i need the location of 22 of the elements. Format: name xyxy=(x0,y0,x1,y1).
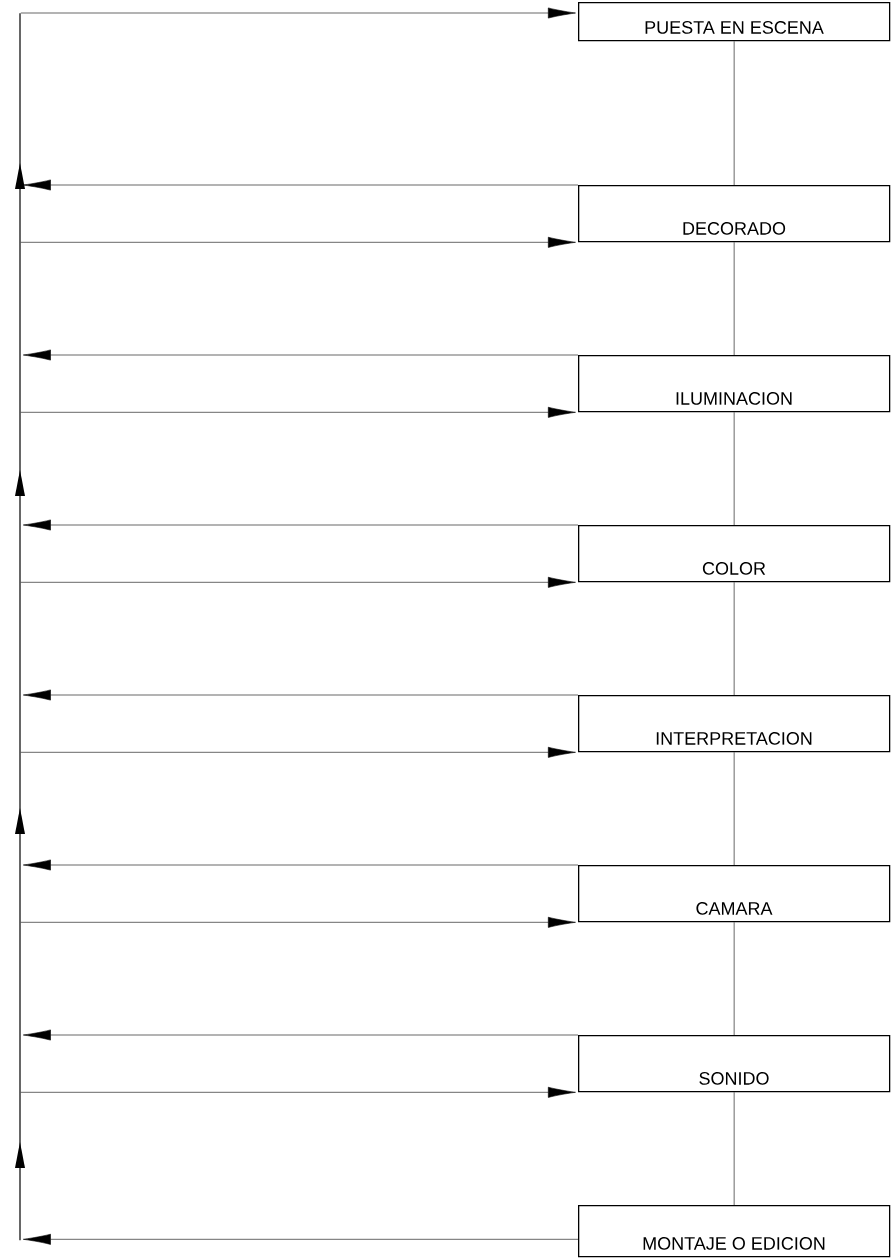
process-box: MONTAJE O EDICION xyxy=(578,1205,891,1258)
process-box: COLOR xyxy=(578,525,891,583)
arrow xyxy=(20,1086,576,1098)
arrow xyxy=(22,689,579,701)
arrow xyxy=(20,746,576,758)
process-box: SONIDO xyxy=(578,1035,891,1093)
arrow xyxy=(22,859,579,871)
process-box: ILUMINACION xyxy=(578,355,891,413)
arrow xyxy=(22,1233,579,1245)
process-box: INTERPRETACION xyxy=(578,695,891,753)
arrow xyxy=(22,179,579,191)
arrow xyxy=(22,519,579,531)
process-box: DECORADO xyxy=(578,185,891,243)
arrow xyxy=(22,349,579,361)
arrow xyxy=(20,406,576,418)
arrow xyxy=(22,1029,579,1041)
process-box: CAMARA xyxy=(578,865,891,923)
process-box: PUESTA EN ESCENA xyxy=(578,2,891,42)
arrow xyxy=(20,7,576,19)
arrow xyxy=(20,916,576,928)
arrow xyxy=(20,576,576,588)
arrow xyxy=(20,236,576,248)
